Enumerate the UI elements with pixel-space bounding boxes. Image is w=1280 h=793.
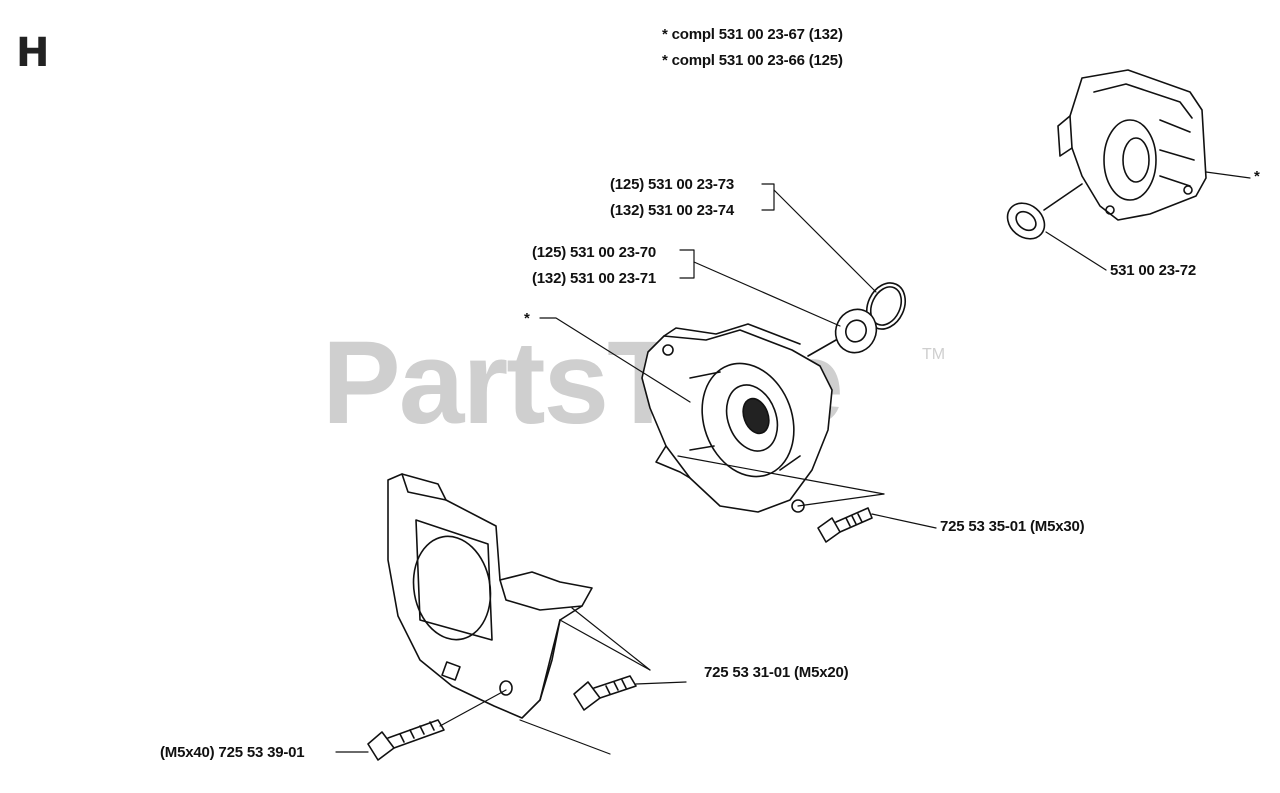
label-screw-m5x20: 725 53 31-01 (M5x20) (704, 664, 849, 681)
label-clip-132: (132) 531 00 23-74 (610, 202, 734, 219)
label-bearing-132: (132) 531 00 23-71 (532, 270, 656, 287)
label-bearing-125: (125) 531 00 23-70 (532, 244, 656, 261)
bearing-center (807, 308, 878, 357)
starter-housing (387, 473, 593, 719)
bearing-right (1006, 183, 1083, 240)
note-compl-125: * compl 531 00 23-66 (125) (662, 52, 843, 69)
crankcase-half-right (1057, 69, 1207, 221)
note-compl-132: * compl 531 00 23-67 (132) (662, 26, 843, 43)
screw-m5x40 (367, 719, 445, 761)
leader-lines (335, 171, 1251, 755)
screw-m5x20 (573, 675, 637, 711)
label-screw-m5x40: (M5x40) 725 53 39-01 (160, 744, 305, 761)
label-bearing-right: 531 00 23-72 (1110, 262, 1197, 279)
label-star-right: * (1254, 168, 1260, 185)
screw-m5x30 (817, 507, 873, 543)
crankcase-half-center (641, 323, 833, 513)
section-letter: H (16, 30, 50, 76)
label-screw-m5x30: 725 53 35-01 (M5x30) (940, 518, 1085, 535)
label-clip-125: (125) 531 00 23-73 (610, 176, 734, 193)
label-star-left: * (524, 310, 530, 327)
watermark-trademark: TM (922, 346, 946, 363)
